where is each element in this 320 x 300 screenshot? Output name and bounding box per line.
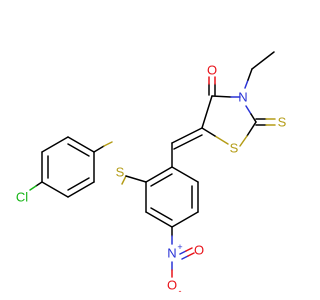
bond — [239, 135, 248, 147]
bond — [247, 68, 253, 81]
nitro-double-oxygen-label: O — [194, 243, 204, 258]
carbonyl-bond — [208, 76, 216, 96]
thioether-bonds — [93, 141, 147, 185]
bond — [251, 51, 275, 70]
nitro-single-oxygen-label: O — [167, 278, 177, 293]
bond — [179, 250, 187, 255]
bond — [41, 181, 69, 198]
ring-nitrogen-label: N — [238, 90, 247, 105]
bond — [214, 135, 229, 145]
nitro-nitrogen-charge: + — [177, 242, 182, 252]
bond — [171, 166, 199, 183]
bond — [41, 136, 69, 153]
molecule-structure-diagram: O N S S S Cl N + O O - — [16, 51, 287, 297]
bond — [187, 252, 195, 257]
bond — [67, 143, 90, 157]
thioether-sulfur-label: S — [116, 165, 125, 180]
nitrophenyl-ring — [145, 166, 199, 228]
bond — [67, 177, 90, 191]
bond — [29, 185, 37, 191]
nitro-oxygen-charge: - — [179, 286, 182, 296]
thiazolidinone-ring — [201, 95, 257, 147]
methylidene-bridge — [171, 127, 203, 168]
bond — [121, 175, 127, 185]
bond — [185, 247, 193, 252]
bond — [150, 173, 173, 187]
bond — [250, 113, 257, 123]
thione-bond — [255, 118, 276, 126]
bond — [67, 181, 95, 198]
bond — [211, 95, 232, 98]
nitro-bonds — [171, 226, 195, 278]
bond — [145, 211, 173, 228]
atom-labels: O N S S S Cl N + O O - — [16, 63, 287, 297]
bond — [201, 127, 216, 137]
bond — [35, 181, 43, 187]
bond — [173, 134, 203, 150]
bond — [201, 95, 213, 129]
ethyl-group — [244, 51, 275, 89]
bond — [93, 145, 105, 153]
bond — [171, 127, 203, 144]
chlorophenyl-ring — [41, 136, 95, 198]
bond — [67, 136, 95, 153]
chlorine-label: Cl — [16, 190, 28, 205]
bond — [181, 255, 189, 260]
c-cl-bond — [29, 181, 43, 191]
bond — [246, 121, 257, 137]
bond — [245, 105, 252, 115]
bond — [145, 166, 173, 183]
carbonyl-oxygen-label: O — [207, 63, 217, 78]
bond — [150, 207, 173, 221]
bond — [103, 141, 113, 147]
ring-sulfur-label: S — [230, 141, 239, 156]
bond — [171, 211, 199, 228]
thione-sulfur-label: S — [278, 115, 287, 130]
bond — [125, 175, 147, 183]
nitro-nitrogen-label: N — [167, 246, 176, 261]
bond — [244, 79, 249, 89]
